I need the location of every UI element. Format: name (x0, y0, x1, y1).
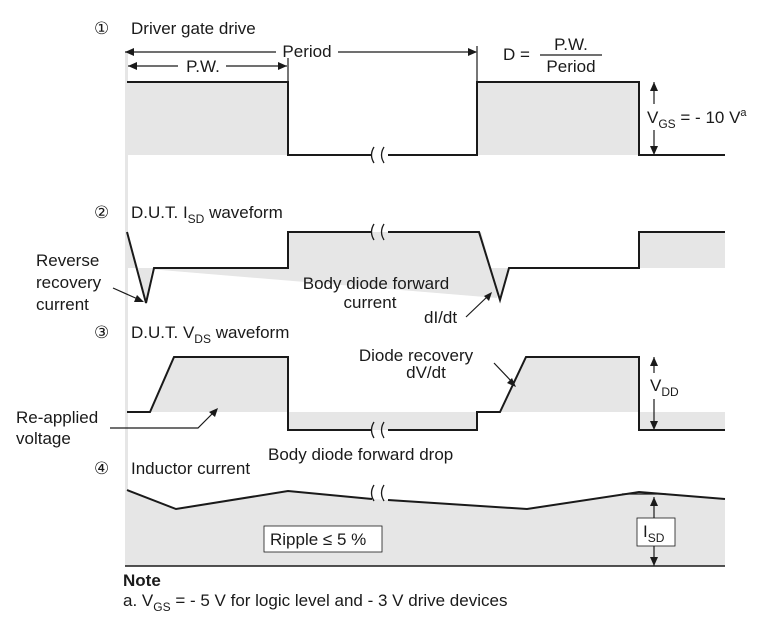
gate-section-number: ① (94, 19, 109, 38)
period-arrowhead-right (468, 48, 477, 56)
didt-arrowhead (484, 292, 492, 301)
reverse-recovery-arrowhead (134, 295, 144, 302)
body-diode-forward-current-line2: current (344, 293, 397, 312)
inductor-section: ④ Inductor current ISD Ripple ≤ 5 % (94, 459, 726, 566)
body-diode-forward-drop-label: Body diode forward drop (268, 445, 453, 464)
diode-recovery-label-line2: dV/dt (406, 363, 446, 382)
pw-arrowhead-left (128, 62, 137, 70)
isd-section-number: ② (94, 203, 109, 222)
pw-arrowhead-right (278, 62, 287, 70)
gate-waveform-a (127, 81, 372, 156)
vds-section-title: D.U.T. VDS waveform (131, 323, 289, 346)
vgs-arrowhead-bottom (650, 146, 658, 155)
isd-label: ISD (643, 522, 665, 545)
vdd-label-bg (648, 373, 688, 399)
note-title: Note (123, 571, 161, 590)
vgs-label: VGS = - 10 Va (647, 107, 747, 131)
gate-break-mark (370, 146, 385, 164)
body-diode-forward-current-line1: Body diode forward (303, 274, 449, 293)
gate-drive-section: ① Driver gate drive Period P.W. D = P.W.… (94, 19, 765, 164)
isd-break-mark (370, 223, 385, 241)
gate-section-title: Driver gate drive (131, 19, 256, 38)
reverse-recovery-label-line3: current (36, 295, 89, 314)
diode-recovery-arrowhead (507, 378, 516, 387)
vgs-arrowhead-top (650, 82, 658, 91)
duty-formula-numerator: P.W. (554, 35, 588, 54)
vds-low-fill (288, 412, 725, 430)
vdd-arrowhead-bottom (650, 421, 658, 430)
vdd-arrowhead-top (650, 357, 658, 366)
inductor-section-title: Inductor current (131, 459, 250, 478)
vdd-label: VDD (650, 376, 679, 399)
inductor-current-waveform-a (126, 489, 373, 511)
vds-section-number: ③ (94, 323, 109, 342)
isd-arrowhead-top (650, 497, 658, 506)
reverse-recovery-leader (112, 287, 141, 301)
reverse-recovery-label-line2: recovery (36, 273, 102, 292)
inductor-current-waveform-b (387, 490, 726, 511)
isd-rr-fill-2 (491, 268, 509, 300)
period-arrowhead-left (125, 48, 134, 56)
gate-on-fill-2 (477, 82, 639, 155)
gate-waveform-b (388, 81, 725, 156)
vds-high-fill-2 (500, 357, 639, 412)
inductor-break-mark (370, 484, 385, 502)
didt-label: dI/dt (424, 308, 457, 327)
isd-arrowhead-bottom (650, 557, 658, 566)
duty-formula-prefix: D = (503, 45, 530, 64)
reapplied-voltage-arrowhead (209, 408, 218, 417)
vds-waveform-a (127, 356, 372, 431)
isd-label-box (636, 517, 676, 547)
isd-section: ② D.U.T. ISD waveform Reverse recovery c… (36, 203, 725, 327)
isd-waveform-a (126, 231, 372, 304)
isd-fill (137, 232, 725, 298)
gate-on-fill-1 (127, 82, 288, 155)
vds-section: ③ D.U.T. VDS waveform Diode recovery dV/… (16, 323, 725, 464)
ripple-label-box (263, 525, 383, 553)
duty-formula-denominator: Period (546, 57, 595, 76)
vds-drop-fill (288, 412, 478, 430)
inductor-section-number: ④ (94, 459, 109, 478)
ripple-label: Ripple ≤ 5 % (270, 530, 366, 549)
didt-leader (465, 295, 489, 318)
isd-section-title: D.U.T. ISD waveform (131, 203, 283, 226)
vds-high-fill-1 (150, 357, 288, 412)
pw-label: P.W. (186, 57, 220, 76)
inductor-current-fill (127, 490, 725, 566)
diode-recovery-label-line1: Diode recovery (359, 346, 474, 365)
period-label: Period (282, 42, 331, 61)
base-column (125, 52, 128, 566)
note-line: a. VGS = - 5 V for logic level and - 3 V… (123, 591, 507, 614)
note-section: Note a. VGS = - 5 V for logic level and … (123, 571, 507, 614)
isd-waveform-b (388, 231, 725, 304)
reapplied-voltage-label-line2: voltage (16, 429, 71, 448)
reapplied-voltage-label-line1: Re-applied (16, 408, 98, 427)
diode-recovery-leader (493, 362, 514, 384)
isd-rr-fill-1 (138, 268, 152, 303)
vgs-label-bg (645, 104, 765, 130)
vds-break-mark (370, 421, 385, 439)
reverse-recovery-label-line1: Reverse (36, 251, 99, 270)
reapplied-voltage-leader (110, 411, 215, 429)
